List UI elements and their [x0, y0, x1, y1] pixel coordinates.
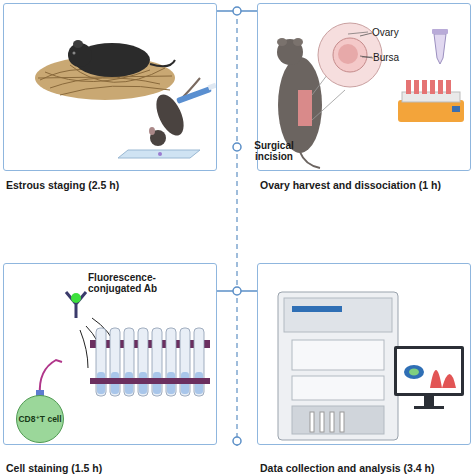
- timeline-marker: [233, 143, 241, 151]
- tube-rack: [90, 328, 210, 396]
- handled-mouse: [118, 78, 217, 158]
- panel-frame: [257, 263, 471, 445]
- step-panel: Ovary harvest and dissociation (1 h): [257, 3, 471, 195]
- timeline-connector: [217, 287, 257, 295]
- step-panel: Data collection and analysis (3.4 h): [257, 263, 471, 474]
- step-caption: Ovary harvest and dissociation (1 h): [260, 179, 441, 191]
- timeline-marker: [233, 287, 241, 295]
- step-caption: Estrous staging (2.5 h): [6, 179, 119, 191]
- antibody: [36, 292, 118, 402]
- timeline-marker: [233, 7, 241, 15]
- monitor: [394, 346, 464, 409]
- step-caption: Cell staining (1.5 h): [6, 462, 102, 474]
- step-caption: Data collection and analysis (3.4 h): [260, 462, 434, 474]
- leader-line: [360, 33, 372, 36]
- panel-frame: [3, 3, 217, 171]
- timeline-connector: [217, 7, 257, 15]
- step-panel: Estrous staging (2.5 h): [3, 3, 217, 195]
- cell-circle: CD8⁺T cell: [16, 395, 64, 443]
- part-label: Ovary: [372, 27, 412, 38]
- part-label: Bursa: [373, 52, 413, 63]
- connector-line: [217, 10, 257, 12]
- part-label: Surgical incision: [244, 140, 304, 162]
- connector-line: [217, 290, 257, 292]
- timeline-marker: [233, 437, 241, 445]
- nest-with-mouse: [35, 40, 175, 100]
- leader-line: [360, 56, 373, 58]
- part-label: Fluorescence-conjugated Ab: [88, 272, 168, 294]
- step-panel: Cell staining (1.5 h) CD8⁺T cell: [3, 263, 217, 474]
- tube-and-heater: [398, 29, 464, 122]
- flow-cytometer: [278, 292, 398, 440]
- cell-label: CD8⁺T cell: [18, 415, 61, 424]
- timeline-line: [236, 10, 238, 446]
